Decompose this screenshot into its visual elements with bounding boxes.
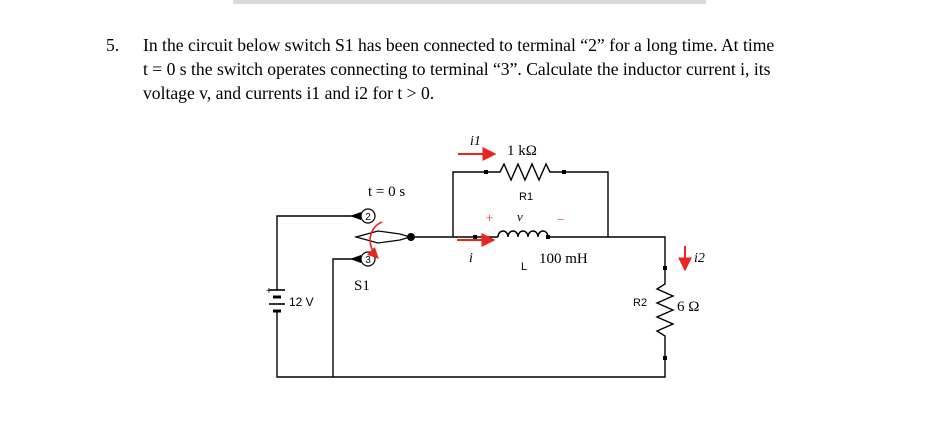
i2-label: i2 [694, 251, 705, 266]
wire-top-left [276, 215, 361, 290]
battery-symbol [269, 289, 285, 318]
battery-plus-sign: + [266, 286, 272, 297]
switch-s1 [350, 208, 415, 267]
r1-value-label: 1 kΩ [507, 143, 537, 159]
resistor-r2 [655, 268, 675, 358]
switch-time-label: t = 0 s [368, 184, 405, 200]
switch-blade [353, 230, 413, 244]
voltage-plus-sign: + [486, 210, 493, 225]
wire-r1-right [564, 171, 609, 237]
inductor-name-label: L [521, 261, 527, 273]
voltage-v-label: v [517, 209, 523, 224]
wire-bottom [276, 318, 666, 378]
i1-label: i1 [470, 134, 481, 149]
voltage-minus-sign: − [557, 212, 564, 227]
r1-name-label: R1 [519, 191, 533, 203]
i1-label-text: i1 [470, 134, 481, 149]
switch-common-node [407, 233, 415, 241]
inductor-l [497, 230, 549, 238]
problem-line-1: In the circuit below switch S1 has been … [143, 35, 775, 55]
r2-value-label: 6 Ω [677, 299, 699, 315]
resistor-r1 [486, 162, 564, 182]
switch-terminal-2-label: 2 [365, 212, 371, 223]
inductor-value-label: 100 mH [539, 251, 588, 267]
switch-name-label: S1 [354, 278, 370, 294]
source-voltage-label: 12 V [289, 295, 314, 309]
r2-name-label: R2 [633, 297, 647, 309]
problem-line-2: t = 0 s the switch operates connecting t… [143, 59, 771, 79]
wire-terminal-3 [332, 258, 361, 377]
problem-number: 5. [106, 35, 120, 55]
wire-l-right [548, 236, 666, 268]
switch-terminal-3-label: 3 [365, 255, 371, 266]
wire-r1-left [452, 171, 486, 237]
problem-line-3: voltage v, and currents i1 and i2 for t … [143, 83, 435, 103]
top-rule [233, 0, 706, 4]
terminal-markers [473, 170, 667, 360]
switch-action-arrow [366, 221, 383, 259]
wires [276, 171, 666, 378]
i-label: i [469, 251, 473, 266]
